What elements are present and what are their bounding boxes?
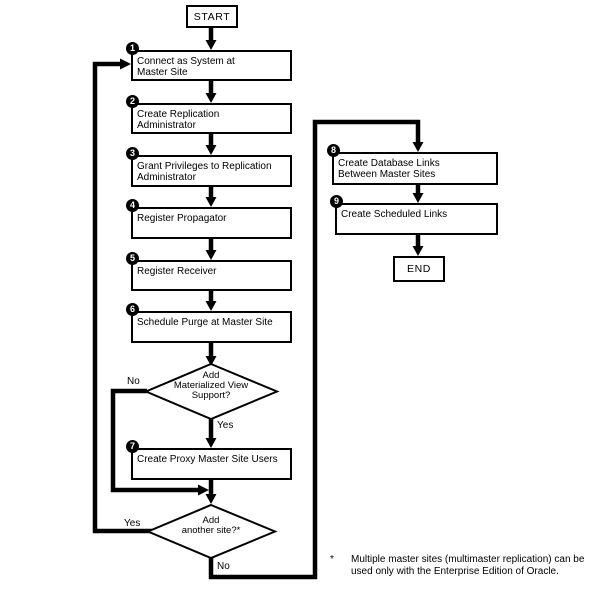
step-label-line: Schedule Purge at Master Site xyxy=(137,317,273,328)
arrow-head xyxy=(205,356,217,366)
arrow-step4-to-step5 xyxy=(205,239,217,260)
step-number-badge: 4 xyxy=(126,199,139,212)
footnote-text: Multiple master sites (multimaster repli… xyxy=(351,554,600,577)
step-label-line: Grant Privileges to Replication xyxy=(137,161,272,172)
decision-diamond-add-another-site xyxy=(145,503,278,560)
step-number-badge: 8 xyxy=(327,144,340,157)
line-decision2-yes-loop-to-step1 xyxy=(92,58,152,534)
step-box-schedule-purge: 6 Schedule Purge at Master Site xyxy=(126,303,292,343)
arrow-step2-to-step3 xyxy=(205,134,217,155)
arrow-head xyxy=(205,93,217,103)
start-label: START xyxy=(193,10,231,23)
arrow-step6-to-decision1 xyxy=(205,343,217,366)
line-decision1-no-bypass xyxy=(110,388,209,496)
no-bypass-path xyxy=(110,388,198,493)
arrow-step1-to-step2 xyxy=(205,81,217,103)
step-number-badge: 7 xyxy=(126,440,139,453)
step-label-line: Create Proxy Master Site Users xyxy=(137,454,278,465)
step-label-line: Between Master Sites xyxy=(338,169,436,180)
step-number-badge: 5 xyxy=(126,252,139,265)
step-label-line: Create Scheduled Links xyxy=(341,209,448,220)
branch-label-yes-decision2: Yes xyxy=(124,518,141,529)
branch-label-no-decision2: No xyxy=(217,561,230,572)
arrow-step8-to-step9 xyxy=(412,185,424,203)
arrow-start-to-step1 xyxy=(205,28,217,50)
decision-label-line: Materialized View xyxy=(173,380,249,391)
no-exit-path xyxy=(208,119,421,580)
line-decision2-no-to-step8 xyxy=(208,119,424,580)
step-number-badge: 3 xyxy=(126,147,139,160)
arrow-head xyxy=(412,193,424,203)
decision-label-line: Support? xyxy=(191,390,231,401)
step-label-line: Create Database Links xyxy=(338,158,440,169)
decision-label-line: Add xyxy=(202,370,220,381)
branch-label-no-decision1: No xyxy=(127,376,140,387)
end-label: END xyxy=(407,263,431,275)
arrow-head xyxy=(205,197,217,207)
yes-loop-path xyxy=(92,61,152,534)
arrow-head xyxy=(120,58,131,70)
arrow-step3-to-step4 xyxy=(205,187,217,207)
arrow-head xyxy=(205,301,217,311)
step-box-connect-as-system: 1 Connect as System at Master Site xyxy=(126,42,292,81)
arrow-head xyxy=(198,484,209,496)
step-box-register-propagator: 4 Register Propagator xyxy=(126,199,292,239)
end-node: END xyxy=(393,256,445,282)
step-label-line: Register Propagator xyxy=(137,213,227,224)
step-label-line: Create Replication xyxy=(137,109,220,120)
decision-diamond-materialized-view xyxy=(143,362,280,421)
step-number-badge: 1 xyxy=(126,42,139,55)
arrow-head xyxy=(412,246,424,256)
arrow-step9-to-end xyxy=(412,235,424,256)
arrow-head xyxy=(412,142,424,152)
step-box-create-database-links: 8 Create Database Links Between Master S… xyxy=(327,144,498,185)
decision-label-materialized-view: Add Materialized View Support? xyxy=(151,371,271,401)
step-label-line: Administrator xyxy=(137,172,196,183)
footnote-asterisk: * xyxy=(330,554,334,565)
step-label-line: Connect as System at xyxy=(137,56,235,67)
arrow-head xyxy=(205,494,217,504)
step-label-line: Register Receiver xyxy=(137,266,217,277)
step-box-create-scheduled-links: 9 Create Scheduled Links xyxy=(330,195,498,235)
arrow-head xyxy=(205,145,217,155)
arrow-head xyxy=(205,250,217,260)
decision-label-add-another-site: Add another site?* xyxy=(151,516,271,536)
decision-label-line: Add xyxy=(202,515,220,526)
arrow-head xyxy=(205,40,217,50)
branch-label-yes-decision1: Yes xyxy=(217,420,234,431)
step-number-badge: 6 xyxy=(126,303,139,316)
step-label-line: Administrator xyxy=(137,120,196,131)
arrow-decision1-yes-to-step7 xyxy=(205,418,217,448)
footnote-line: used only with the Enterprise Edition of… xyxy=(351,565,559,577)
step-label-line: Master Site xyxy=(137,67,188,78)
decision-label-line: another site?* xyxy=(181,525,241,536)
step-box-register-receiver: 5 Register Receiver xyxy=(126,252,292,291)
arrow-head xyxy=(205,438,217,448)
step-box-grant-privileges: 3 Grant Privileges to Replication Admini… xyxy=(126,147,292,187)
step-box-create-proxy-users: 7 Create Proxy Master Site Users xyxy=(126,440,292,480)
footnote-line: Multiple master sites (multimaster repli… xyxy=(351,554,585,565)
step-box-create-replication-admin: 2 Create Replication Administrator xyxy=(126,95,292,134)
arrow-step7-to-decision2 xyxy=(205,480,217,504)
arrow-step5-to-step6 xyxy=(205,291,217,311)
start-node: START xyxy=(186,5,238,28)
step-number-badge: 2 xyxy=(126,95,139,108)
step-number-badge: 9 xyxy=(330,195,343,208)
